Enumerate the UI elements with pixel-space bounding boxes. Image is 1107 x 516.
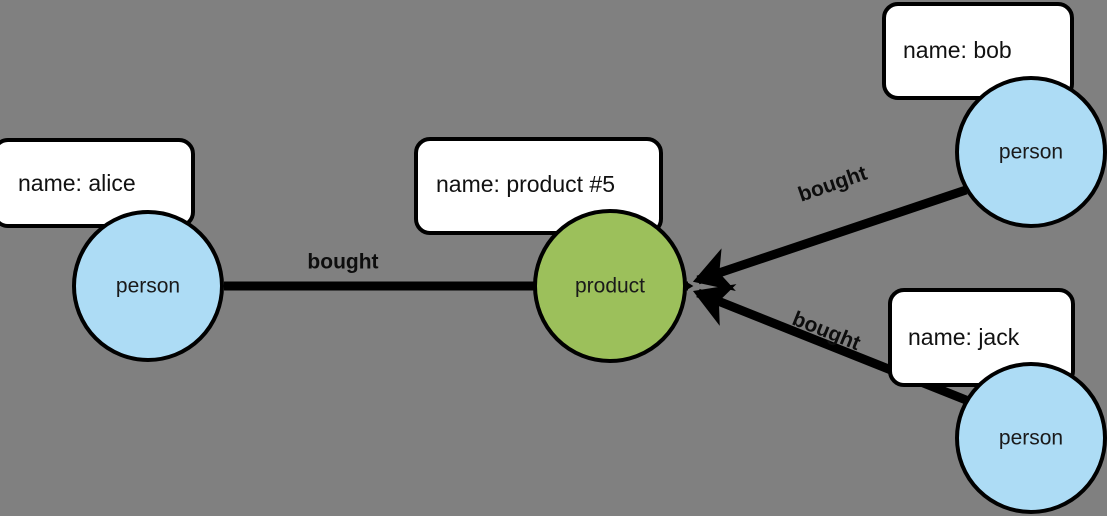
property-box-jack[interactable]: name: jack (888, 288, 1075, 387)
property-box-alice[interactable]: name: alice (0, 138, 195, 228)
node-bob[interactable]: person (955, 76, 1107, 228)
property-box-product5-text: name: product #5 (436, 171, 615, 197)
node-alice[interactable]: person (72, 210, 224, 362)
node-product5-label: product (575, 275, 645, 298)
nodes-layer: person product person person (72, 76, 1107, 514)
edge-bob-bought-product[interactable] (692, 185, 968, 292)
property-box-product5-rect (414, 137, 663, 235)
edge-label-bob-bought: bought (795, 162, 870, 207)
node-product5-circle[interactable] (533, 209, 687, 363)
edge-label-alice-bought: bought (307, 251, 378, 274)
property-box-product5[interactable]: name: product #5 (414, 137, 663, 235)
node-jack-circle[interactable] (955, 362, 1107, 514)
node-bob-label: person (999, 141, 1063, 164)
node-bob-circle[interactable] (955, 76, 1107, 228)
node-product5[interactable]: product (533, 209, 687, 363)
node-jack-label: person (999, 427, 1063, 450)
node-jack[interactable]: person (955, 362, 1107, 514)
property-box-alice-rect (0, 138, 195, 228)
property-boxes-layer: name: alice name: product #5 name: bob n… (0, 2, 1075, 387)
property-box-bob-text: name: bob (903, 37, 1012, 63)
property-box-jack-text: name: jack (908, 324, 1020, 350)
node-alice-circle[interactable] (72, 210, 224, 362)
property-box-alice-text: name: alice (18, 170, 136, 196)
node-alice-label: person (116, 275, 180, 298)
